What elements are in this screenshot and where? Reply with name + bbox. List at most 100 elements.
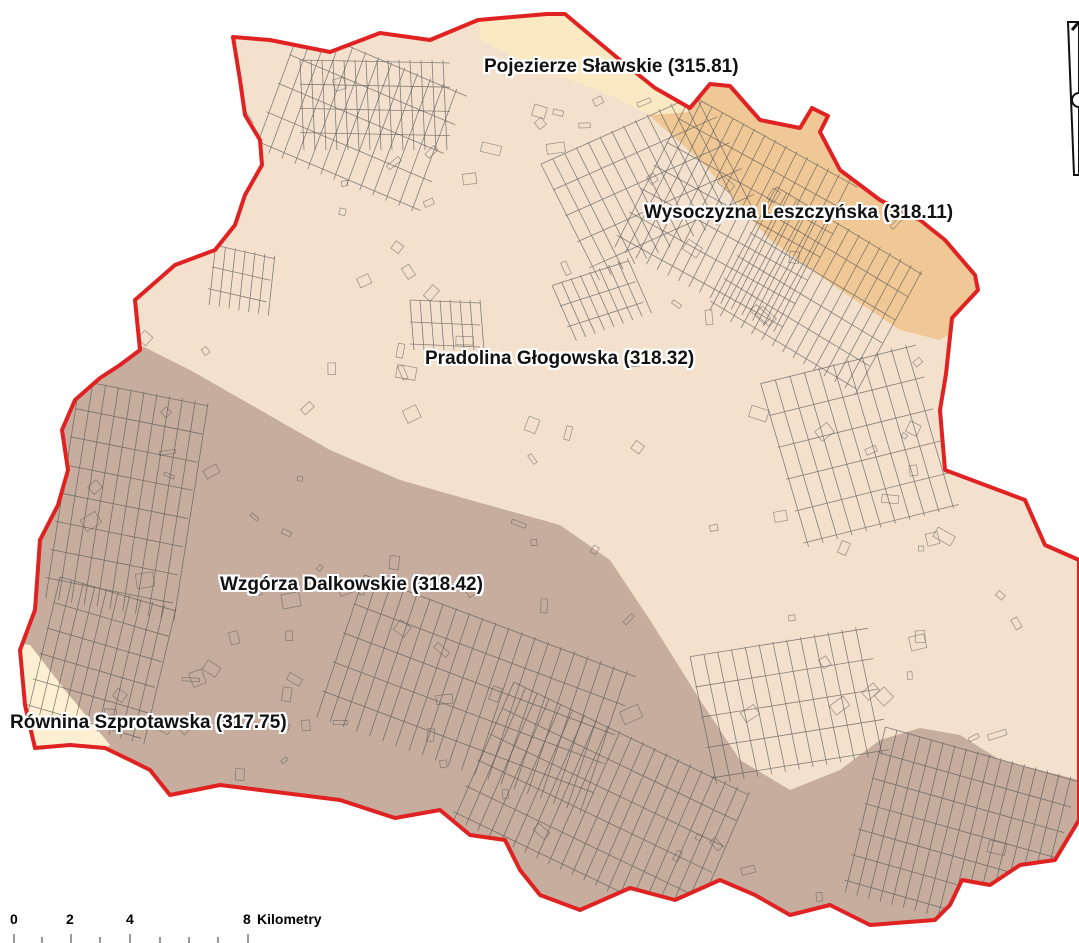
parcel-outline (1010, 452, 1030, 465)
parcel-outline (488, 685, 503, 703)
parcel-outline (908, 464, 919, 477)
parcel-outline (285, 671, 304, 687)
parcel-outline (619, 703, 644, 726)
parcel-grid (409, 299, 485, 351)
parcel-outline (532, 822, 551, 841)
parcel-outline (766, 187, 781, 204)
parcel-outline (439, 759, 448, 769)
parcel-outline (339, 854, 358, 864)
parcel-outline (986, 839, 1008, 856)
parcel-outline (296, 475, 304, 482)
parcel-outline (533, 116, 547, 131)
scale-bar: 0 2 4 8 Kilometry (8, 911, 322, 943)
parcel-outline (914, 630, 926, 644)
parcel-outline (136, 329, 154, 347)
parcel-outline (510, 518, 527, 529)
parcel-outline (112, 687, 128, 704)
parcel-outline (501, 788, 510, 800)
parcel-outline (626, 361, 642, 368)
parcel-outline (385, 156, 402, 171)
parcel-outline (485, 863, 494, 873)
parcel-outline (305, 584, 314, 592)
parcel-outline (953, 98, 978, 121)
parcel-outline (395, 363, 418, 381)
parcel-outline (540, 598, 548, 614)
parcel-grid (25, 576, 177, 745)
parcel-outline (234, 768, 245, 781)
parcel-outline (589, 544, 600, 556)
parcel-outline (332, 76, 347, 92)
parcel-outline (932, 526, 956, 547)
parcel-outline (66, 366, 83, 383)
parcel-outline (709, 836, 724, 852)
parcel-outline (426, 728, 436, 743)
parcel-outline (280, 756, 289, 765)
parcel-outline (332, 720, 348, 725)
parcel-outline (938, 165, 959, 186)
parcel-outline (773, 509, 788, 523)
scale-bar-ticks (13, 934, 249, 943)
region-label-pojezierze: Pojezierze Sławskie (315.81) (484, 56, 739, 77)
scale-tick-4: 4 (126, 911, 134, 927)
parcel-outline (976, 345, 990, 356)
parcel-outline (552, 108, 565, 117)
scale-tick-8: 8 (243, 911, 251, 927)
parcel-outline (356, 273, 373, 289)
region-pojezierze-fill (478, 14, 690, 115)
parcel-outline (560, 260, 572, 276)
parcel-outline (1017, 91, 1024, 99)
scale-tick-2: 2 (66, 911, 74, 927)
parcel-grid (299, 59, 451, 151)
parcel-outline (905, 420, 922, 437)
parcel-outline (748, 404, 770, 423)
parcel-outline (708, 523, 719, 533)
parcel-outline (356, 583, 365, 596)
parcel-outline (1010, 616, 1023, 631)
parcel-outline (1003, 294, 1014, 310)
parcel-outline (523, 415, 541, 435)
parcel-outline (788, 614, 796, 622)
parcel-outline (716, 174, 736, 193)
parcel-outline (345, 857, 361, 867)
parcel-outline (227, 630, 241, 646)
parcel-outline (455, 335, 474, 346)
parcel-outline (749, 303, 772, 325)
parcel-outline (694, 833, 703, 842)
parcel-outline (87, 479, 103, 495)
parcel-outline (861, 682, 881, 701)
parcel-outline (433, 641, 451, 658)
parcel-outline (400, 263, 417, 280)
parcel-grid (614, 94, 858, 333)
parcel-outline (681, 238, 704, 259)
parcel-outline (69, 186, 83, 200)
parcel-outline (530, 538, 538, 547)
parcel-outline (188, 668, 207, 688)
parcel-outline (900, 432, 909, 440)
parcel-outline (906, 671, 913, 680)
parcel-outline (622, 613, 635, 626)
parcel-grid (551, 257, 652, 341)
parcel-outline (435, 693, 454, 705)
parcel-outline (179, 717, 199, 736)
parcel-outline (137, 195, 154, 214)
region-label-wzgorza: Wzgórza Dalkowskie (318.42) (220, 574, 483, 595)
parcel-outline (430, 820, 448, 837)
parcel-outline (829, 695, 851, 716)
parcel-outline (327, 362, 337, 376)
parcel-outline (217, 78, 233, 86)
parcel-outline (687, 84, 695, 92)
parcel-outline (213, 177, 235, 198)
parcel-outline (912, 356, 924, 368)
parcel-outline (300, 719, 311, 732)
parcel-outline (479, 141, 503, 157)
study-area-boundary (18, 12, 1079, 927)
region-label-wysoczyzna: Wysoczyzna Leszczyńska (318.11) (644, 202, 954, 223)
parcel-outline (545, 141, 566, 155)
parcel-outline (388, 555, 401, 571)
parcel-outline (182, 177, 205, 198)
parcel-grid (207, 244, 276, 316)
parcel-outline (273, 719, 291, 731)
parcel-outline (160, 406, 172, 419)
region-label-rownina: Równina Szprotawska (317.75) (10, 712, 287, 733)
